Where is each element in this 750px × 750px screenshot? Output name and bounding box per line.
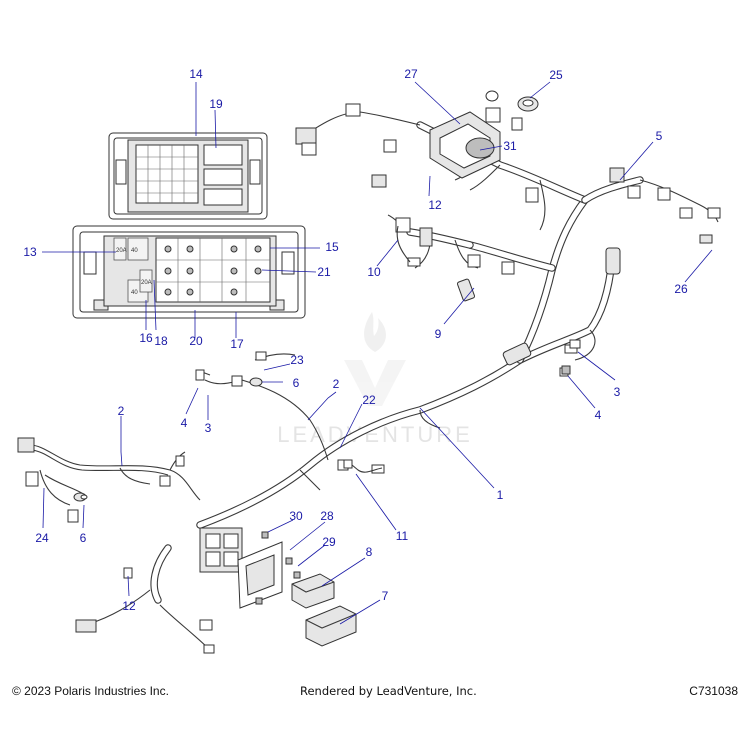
callout-19: 19 bbox=[209, 97, 223, 111]
fuse-label-20a-left: 20A bbox=[116, 248, 127, 254]
callout-8: 8 bbox=[366, 545, 373, 559]
callout-20: 20 bbox=[189, 334, 203, 348]
callout-25: 25 bbox=[549, 68, 563, 82]
callout-11: 11 bbox=[396, 529, 409, 543]
callout-14: 14 bbox=[189, 67, 203, 81]
callout-10: 10 bbox=[367, 265, 381, 279]
callout-3: 3 bbox=[614, 385, 621, 399]
callout-24: 24 bbox=[35, 531, 49, 545]
callout-6: 6 bbox=[293, 376, 300, 390]
drawing-id: C731038 bbox=[689, 684, 738, 698]
callouts: 1 2 2 3 3 4 4 5 6 6 7 8 9 10 11 12 12 13… bbox=[23, 67, 688, 613]
relay-block bbox=[155, 237, 271, 303]
callout-23: 23 bbox=[290, 353, 304, 367]
callout-3: 3 bbox=[205, 421, 212, 435]
fuse-box-cover bbox=[108, 132, 268, 220]
main-harness bbox=[196, 103, 721, 529]
callout-4: 4 bbox=[595, 408, 602, 422]
cover-fuse-grid bbox=[135, 144, 243, 206]
callout-9: 9 bbox=[435, 327, 442, 341]
callout-1: 1 bbox=[497, 488, 504, 502]
callout-31: 31 bbox=[503, 139, 517, 153]
watermark-logo bbox=[344, 312, 406, 406]
callout-2: 2 bbox=[333, 377, 340, 391]
callout-29: 29 bbox=[322, 535, 336, 549]
callout-22: 22 bbox=[362, 393, 376, 407]
callout-7: 7 bbox=[382, 589, 389, 603]
fuse-label-20a-right: 20A bbox=[141, 280, 152, 286]
callout-21: 21 bbox=[317, 265, 331, 279]
fuse-label-40-a: 40 bbox=[131, 248, 138, 254]
callout-4: 4 bbox=[181, 416, 188, 430]
callout-13: 13 bbox=[23, 245, 37, 259]
callout-6: 6 bbox=[80, 531, 87, 545]
callout-12: 12 bbox=[428, 198, 442, 212]
callout-12: 12 bbox=[122, 599, 136, 613]
left-harness bbox=[17, 351, 329, 523]
fuse-label-40-b: 40 bbox=[131, 290, 138, 296]
callout-30: 30 bbox=[289, 509, 303, 523]
callout-16: 16 bbox=[139, 331, 153, 345]
callout-15: 15 bbox=[325, 240, 339, 254]
small-components bbox=[80, 225, 713, 500]
copyright-text: © 2023 Polaris Industries Inc. bbox=[12, 684, 169, 698]
grommet bbox=[485, 90, 539, 112]
leader-lines bbox=[42, 81, 713, 625]
callout-26: 26 bbox=[674, 282, 688, 296]
rendered-by-text: Rendered by LeadVenture, Inc. bbox=[300, 684, 477, 698]
front-relay-area bbox=[75, 527, 357, 654]
callout-5: 5 bbox=[656, 129, 663, 143]
callout-28: 28 bbox=[320, 509, 334, 523]
callout-27: 27 bbox=[404, 67, 418, 81]
ecu-module bbox=[429, 111, 501, 179]
fuse-box-base: 20A 40 40 20A bbox=[72, 225, 306, 319]
callout-2: 2 bbox=[118, 404, 125, 418]
callout-18: 18 bbox=[154, 334, 168, 348]
callout-17: 17 bbox=[230, 337, 244, 351]
